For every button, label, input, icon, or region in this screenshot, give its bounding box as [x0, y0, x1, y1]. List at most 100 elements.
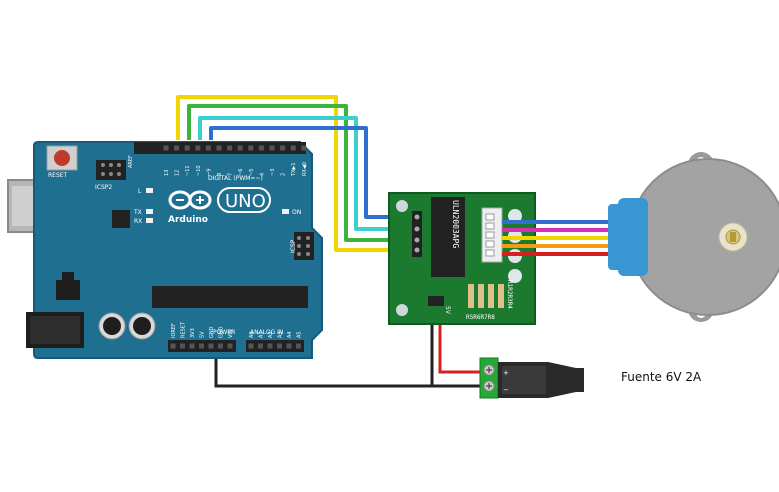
uln2003-driver-board: ULN2003APG R5R6R7R8 R1R2R3R4 5V — [388, 192, 536, 325]
power-pin-hole — [199, 343, 204, 349]
digital-pin-hole — [205, 145, 211, 151]
digital-pin-hole — [195, 145, 201, 151]
motor-cable-housing — [618, 198, 648, 276]
analog-pin-hole — [267, 343, 273, 349]
analog-pin-label: A4 — [287, 331, 293, 338]
analog-pin-label: A0 — [249, 331, 255, 338]
led-l — [146, 188, 153, 193]
icsp-label: ICSP — [290, 239, 297, 253]
reset-button-cap[interactable] — [54, 150, 70, 166]
analog-label: ANALOG IN — [250, 329, 283, 336]
digital-pin-label: 2 — [281, 173, 287, 176]
digital-pin-label: 7 — [228, 173, 234, 176]
side-label: R1R2R3R4 — [506, 280, 513, 309]
led-rx — [146, 218, 153, 223]
led-on-label: ON — [292, 209, 301, 216]
digital-pin-hole — [216, 145, 222, 151]
power-pin-hole — [208, 343, 214, 349]
digital-pin-hole — [280, 145, 286, 151]
digital-pin-label: ~11 — [185, 165, 191, 176]
icsp2-label: ICSP2 — [95, 184, 112, 191]
icsp2-header — [96, 160, 126, 180]
digital-pin-hole — [269, 145, 275, 151]
analog-pin-holes — [248, 343, 301, 349]
digital-pin-label: ~5 — [249, 169, 255, 176]
wire-green — [187, 104, 416, 242]
polarity-minus: − — [503, 386, 509, 394]
uno-label: UNO — [225, 191, 266, 212]
driver-power-label: 5V — [444, 306, 451, 315]
power-pin-hole — [227, 343, 233, 349]
arduino-logo — [168, 190, 212, 210]
digital-pin-hole — [227, 145, 233, 151]
mounting-hole — [396, 200, 408, 212]
uln2003-chip — [431, 197, 465, 277]
digital-pin-hole — [290, 145, 296, 151]
digital-pin-label: ~3 — [270, 169, 276, 176]
atmega-chip — [152, 286, 308, 308]
analog-header — [246, 340, 304, 352]
power-pin-hole — [189, 343, 195, 349]
led-rx-label: RX — [134, 218, 142, 225]
power-pin-label: VIN — [228, 329, 234, 338]
digital-pin-label: RX◀0 — [302, 162, 308, 176]
power-pin-label: IOREF — [171, 323, 177, 338]
power-pin-label: 3V3 — [190, 328, 196, 338]
digital-label: DIGITAL (PWM=~) — [208, 175, 263, 182]
analog-pin-hole — [277, 343, 282, 349]
analog-pin-label: A5 — [297, 331, 303, 338]
digital-pin-hole — [237, 145, 243, 151]
led-on — [282, 209, 289, 214]
wire-cyan — [198, 116, 416, 231]
digital-pin-label: 8 — [217, 173, 223, 176]
chip-label: ULN2003APG — [451, 200, 460, 248]
digital-pin-label: TX▶1 — [291, 162, 297, 177]
mounting-hole — [396, 304, 408, 316]
digital-pin-label: ~9 — [206, 169, 212, 176]
power-label: POWER — [213, 329, 235, 336]
dc-barrel-adapter: + − — [479, 357, 584, 399]
analog-pin-hole — [248, 343, 254, 349]
led-l-label: L — [138, 188, 142, 195]
terminal-block — [479, 357, 499, 399]
uno-badge — [217, 187, 271, 213]
power-pin-hole — [170, 343, 176, 349]
power-pin-hole — [218, 343, 223, 349]
stepper-motor — [608, 152, 779, 322]
driver-power-header — [428, 296, 444, 306]
digital-pin-hole — [248, 145, 254, 151]
driver-led-d — [508, 269, 522, 283]
digital-pin-label: 13 — [164, 170, 170, 176]
resistors — [468, 284, 504, 308]
digital-pin-hole — [301, 145, 307, 151]
digital-pin-hole — [163, 145, 169, 151]
driver-led-a — [508, 209, 522, 223]
digital-pin-label: ~10 — [196, 165, 202, 176]
power-pin-label: RESET — [181, 321, 187, 338]
digital-pin-label: 4 — [259, 173, 265, 176]
power-pin-label: GND — [209, 326, 215, 338]
reset-label: RESET — [48, 172, 68, 179]
analog-pin-hole — [258, 343, 263, 349]
wire-blue — [209, 126, 416, 219]
led-tx — [146, 209, 153, 214]
power-pin-label: GND — [219, 326, 225, 338]
digital-pin-holes — [163, 145, 307, 151]
driver-input-header — [412, 211, 422, 257]
analog-pin-label: A2 — [268, 331, 274, 338]
capacitors — [98, 312, 156, 340]
wire-yellow — [176, 95, 416, 252]
signal-wires — [176, 95, 416, 252]
polarity-plus: + — [503, 369, 509, 377]
power-pin-label: 5V — [200, 331, 206, 338]
aref-label: AREF — [128, 155, 134, 168]
motor-body — [629, 158, 779, 316]
digital-pin-hole — [174, 145, 180, 151]
analog-pin-hole — [286, 343, 292, 349]
power-supply-label: Fuente 6V 2A — [621, 370, 702, 384]
